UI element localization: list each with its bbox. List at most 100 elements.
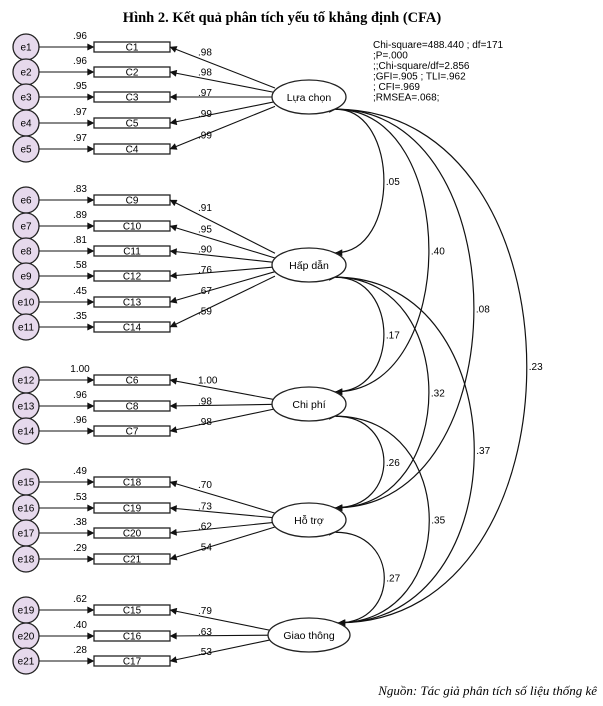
indicator-label: C2 (126, 68, 139, 79)
covariance-curve (328, 412, 385, 512)
latent-factor-label: Lựa chọn (287, 92, 332, 104)
indicator-label: C19 (123, 504, 142, 515)
indicator-label: C9 (126, 196, 139, 207)
error-term-label: e12 (18, 376, 35, 387)
loading-label: .90 (198, 245, 212, 256)
covariance-curve (328, 412, 430, 627)
loading-label: .62 (198, 522, 212, 533)
error-term-label: e1 (20, 43, 32, 54)
loading-arrow (169, 101, 276, 126)
r-squared-label: .97 (73, 107, 87, 118)
loading-label: .63 (198, 627, 212, 638)
indicator-label: C13 (123, 298, 142, 309)
fit-stat-line: Chi-square=488.440 ; df=171 (373, 40, 504, 51)
loading-arrow (169, 275, 276, 328)
error-term-label: e17 (18, 529, 35, 540)
loading-label: .73 (198, 501, 212, 512)
error-term-label: e3 (20, 93, 32, 104)
covariance-label: .32 (431, 389, 445, 400)
fit-stat-line: ;P=.000 (373, 51, 408, 62)
loading-arrow (169, 248, 276, 264)
r-squared-label: .96 (73, 31, 87, 42)
r-squared-label: .58 (73, 260, 87, 271)
indicator-label: C11 (123, 247, 141, 258)
latent-factor-label: Giao thông (283, 630, 335, 642)
error-term-label: e7 (20, 222, 32, 233)
loading-arrow (169, 526, 276, 561)
loading-label: .59 (198, 306, 212, 317)
loading-arrow (169, 69, 276, 94)
covariance-label: .23 (529, 362, 543, 373)
r-squared-label: .97 (73, 133, 87, 144)
loading-arrow (169, 402, 275, 410)
loading-label: .91 (198, 203, 212, 214)
r-squared-label: .38 (73, 517, 87, 528)
error-term-label: e16 (18, 504, 35, 515)
r-squared-label: .62 (73, 594, 87, 605)
error-term-label: e13 (18, 402, 35, 413)
covariance-curve (328, 105, 430, 396)
r-squared-label: .53 (73, 492, 87, 503)
indicator-label: C14 (123, 323, 142, 334)
fit-stat-line: ;GFI=.905 ; TLI=.962 (373, 72, 466, 83)
covariance-curve (328, 105, 528, 627)
indicator-label: C5 (126, 119, 139, 130)
loading-label: .79 (198, 606, 212, 617)
covariance-label: .40 (431, 247, 445, 258)
indicator-label: C12 (123, 272, 142, 283)
loading-label: 1.00 (198, 376, 218, 387)
loading-label: .70 (198, 480, 212, 491)
loading-label: .97 (198, 88, 212, 99)
indicator-label: C4 (126, 145, 139, 156)
fit-stat-line: ;RMSEA=.068; (373, 93, 439, 104)
loading-label: .67 (198, 286, 212, 297)
loading-label: .76 (198, 265, 212, 276)
r-squared-label: .28 (73, 645, 87, 656)
error-term-label: e20 (18, 632, 35, 643)
covariance-label: .17 (386, 331, 400, 342)
covariance-paths: .05.40.08.23.17.32.37.26.35.27 (328, 105, 543, 627)
r-squared-label: .40 (73, 620, 87, 631)
r-squared-label: .96 (73, 390, 87, 401)
covariance-curve (328, 273, 385, 396)
loading-arrow (169, 224, 276, 259)
indicator-label: C17 (123, 657, 142, 668)
r-squared-label: .49 (73, 466, 87, 477)
covariance-curve (328, 273, 475, 627)
loading-label: .95 (198, 224, 212, 235)
loading-label: .99 (198, 130, 212, 141)
latent-factor-ellipse (267, 617, 351, 653)
latent-factor-ellipse (271, 386, 347, 422)
latent-factor-label: Hấp dẫn (289, 259, 329, 272)
loading-label: .98 (198, 47, 212, 58)
loading-label: .99 (198, 109, 212, 120)
latent-factor-label: Chi phí (292, 399, 325, 411)
covariance-label: .27 (386, 574, 400, 585)
fit-stat-line: ;;Chi-square/df=2.856 (373, 61, 470, 72)
indicator-label: C7 (126, 427, 139, 438)
error-term-label: e11 (18, 323, 34, 334)
covariance-label: .35 (431, 516, 445, 527)
loading-arrow (169, 632, 272, 640)
error-term-label: e6 (20, 196, 32, 207)
loading-label: .98 (198, 397, 212, 408)
error-term-label: e18 (18, 555, 35, 566)
covariance-curve (328, 105, 385, 257)
loading-label: .98 (198, 68, 212, 79)
covariance-label: .08 (476, 305, 490, 316)
r-squared-label: .95 (73, 81, 87, 92)
loading-arrow (169, 266, 276, 279)
indicator-label: C10 (123, 222, 142, 233)
indicator-label: C6 (126, 376, 139, 387)
loading-arrow (169, 521, 276, 536)
loading-label: .54 (198, 543, 212, 554)
indicator-label: C18 (123, 478, 142, 489)
r-squared-label: 1.00 (70, 364, 90, 375)
error-term-label: e9 (20, 272, 32, 283)
r-squared-label: .96 (73, 415, 87, 426)
